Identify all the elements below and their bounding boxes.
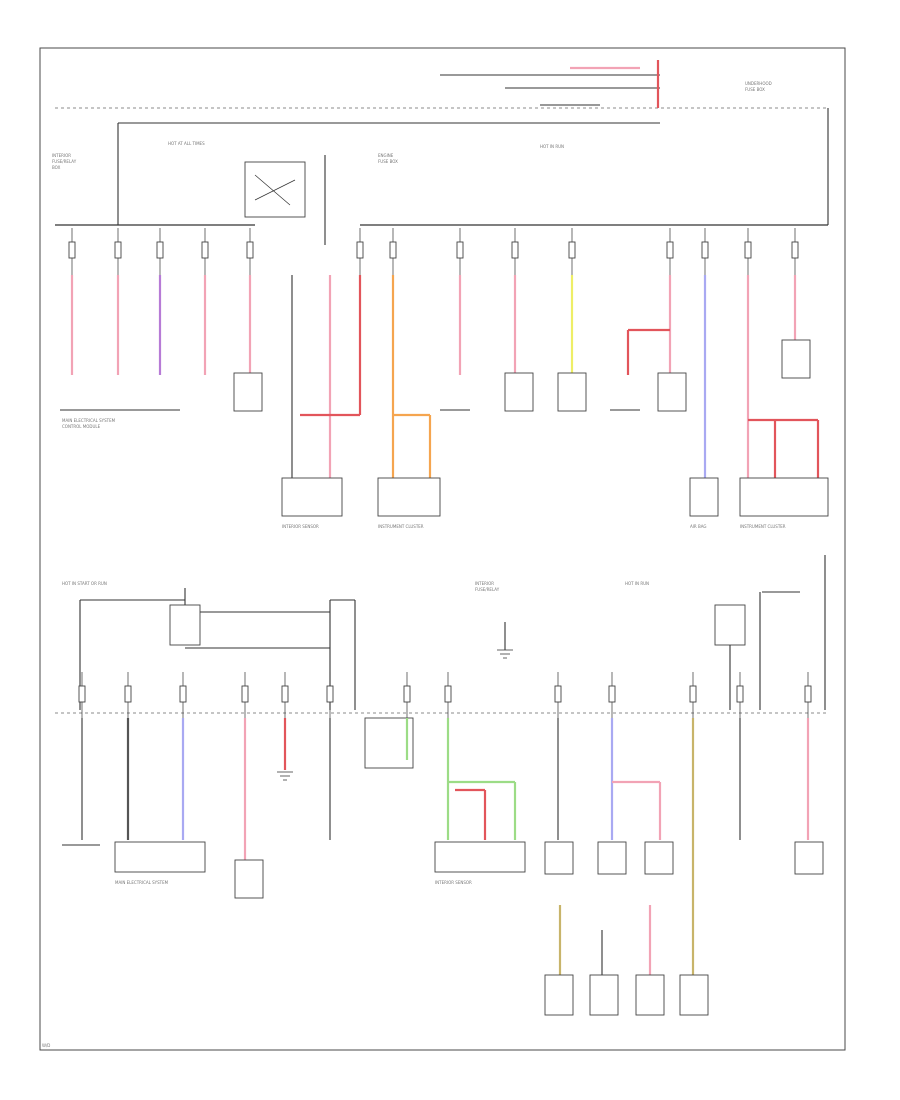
fuse-symbol <box>179 672 187 720</box>
connector-box <box>635 974 665 1016</box>
connector-box <box>794 841 824 875</box>
ground-symbol <box>277 771 293 781</box>
fuse-symbol <box>241 672 249 720</box>
svg-text:MAIN ELECTRICAL SYSTEM: MAIN ELECTRICAL SYSTEM <box>115 880 169 885</box>
upper-wires <box>70 275 820 480</box>
svg-text:FUSE BOX: FUSE BOX <box>378 159 398 164</box>
svg-text:INSTRUMENT CLUSTER: INSTRUMENT CLUSTER <box>378 524 424 529</box>
ignition-switch-relay <box>244 161 306 218</box>
fuse-symbol <box>444 672 452 720</box>
upper-fuse-row <box>68 228 799 276</box>
fuse-symbol <box>68 228 76 276</box>
svg-text:HOT IN START OR RUN: HOT IN START OR RUN <box>62 581 107 586</box>
svg-text:INTERIOR: INTERIOR <box>52 153 71 158</box>
diagram-border <box>39 47 846 1051</box>
ground-symbol <box>497 649 513 659</box>
connector-box <box>434 841 526 873</box>
svg-text:INTERIOR: INTERIOR <box>475 581 494 586</box>
connector-box <box>557 372 587 412</box>
fuse-symbol <box>608 672 616 720</box>
svg-text:INTERIOR SENSOR: INTERIOR SENSOR <box>435 880 472 885</box>
fuse-symbol <box>744 228 752 276</box>
svg-text:ENGINE: ENGINE <box>378 153 394 158</box>
svg-text:HOT AT ALL TIMES: HOT AT ALL TIMES <box>168 141 205 146</box>
svg-text:MAIN ELECTRICAL SYSTEM: MAIN ELECTRICAL SYSTEM <box>62 418 116 423</box>
fuse-symbol <box>791 228 799 276</box>
fuse-symbol <box>156 228 164 276</box>
middle-section: HOT IN START OR RUN INTERIOR FUSE/RELAY … <box>62 555 826 710</box>
fuse-symbol <box>114 228 122 276</box>
svg-text:FUSE/RELAY: FUSE/RELAY <box>52 159 77 164</box>
fuse-symbol <box>124 672 132 720</box>
fuse-symbol <box>554 672 562 720</box>
connector-box <box>233 372 263 412</box>
fuse-symbol <box>804 672 812 720</box>
fuse-symbol <box>736 672 744 720</box>
fuse-symbol <box>201 228 209 276</box>
lower-fuse-row <box>78 672 812 720</box>
fuse-symbol <box>689 672 697 720</box>
svg-text:W/D: W/D <box>42 1043 50 1048</box>
splice-box <box>364 717 414 769</box>
svg-text:BOX: BOX <box>52 165 61 170</box>
connector-box <box>544 974 574 1016</box>
connector-box <box>644 841 674 875</box>
connector-box <box>781 339 811 379</box>
svg-text:UNDERHOOD: UNDERHOOD <box>745 81 772 86</box>
svg-text:CONTROL MODULE: CONTROL MODULE <box>62 424 101 429</box>
connector-box <box>597 841 627 875</box>
relay-switch <box>169 604 201 646</box>
connector-box <box>281 477 343 517</box>
fuse-symbol <box>511 228 519 276</box>
svg-text:INSTRUMENT CLUSTER: INSTRUMENT CLUSTER <box>740 524 786 529</box>
connector-box <box>679 974 709 1016</box>
fuse-symbol <box>326 672 334 720</box>
connector-box <box>739 477 829 517</box>
upper-components: MAIN ELECTRICAL SYSTEM CONTROL MODULE IN… <box>60 339 829 529</box>
fuse-symbol <box>456 228 464 276</box>
top-power-feed: INTERIOR FUSE/RELAY BOX HOT AT ALL TIMES… <box>52 60 829 245</box>
connector-box <box>377 477 441 517</box>
relay-switch <box>714 604 746 646</box>
svg-text:HOT IN RUN: HOT IN RUN <box>540 144 564 149</box>
fuse-symbol <box>356 228 364 276</box>
connector-box <box>589 974 619 1016</box>
fuse-symbol <box>281 672 289 720</box>
fuse-symbol <box>568 228 576 276</box>
svg-text:FUSE/RELAY: FUSE/RELAY <box>475 587 500 592</box>
svg-text:AIR BAG: AIR BAG <box>690 524 706 529</box>
fuse-symbol <box>78 672 86 720</box>
fuse-symbol <box>403 672 411 720</box>
fuse-symbol <box>701 228 709 276</box>
fuse-symbol <box>246 228 254 276</box>
fuse-symbol <box>666 228 674 276</box>
connector-box <box>234 859 264 899</box>
connector-box <box>657 372 687 412</box>
lower-wires <box>81 717 810 975</box>
connector-box <box>689 477 719 517</box>
svg-text:FUSE BOX: FUSE BOX <box>745 87 765 92</box>
connector-box <box>504 372 534 412</box>
svg-text:INTERIOR SENSOR: INTERIOR SENSOR <box>282 524 319 529</box>
connector-box <box>114 841 206 873</box>
fuse-symbol <box>389 228 397 276</box>
lower-components: MAIN ELECTRICAL SYSTEM INTERIOR SENSOR W… <box>42 841 824 1048</box>
connector-box <box>544 841 574 875</box>
svg-text:HOT IN RUN: HOT IN RUN <box>625 581 649 586</box>
